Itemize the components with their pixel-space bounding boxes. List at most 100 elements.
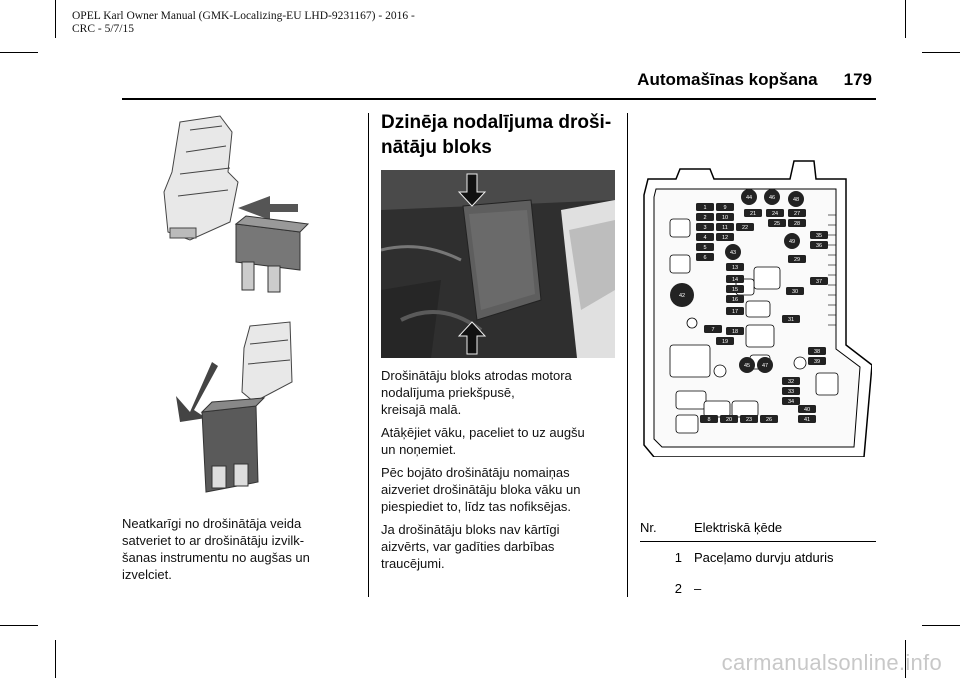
header-circuit: Elektriskā ķēde [694,520,876,542]
fuse-slot [810,241,828,249]
crop-mark-bottom-right-h [922,625,960,626]
fuse-slot [782,387,800,395]
relay-slot [739,357,755,373]
fuse-slot [726,307,744,315]
fuse-slot [716,337,734,345]
crop-mark-bottom-left-v [55,640,56,678]
fuse-slot-label: 25 [774,221,780,227]
fuse-slot-label: 37 [816,279,822,285]
fuse-slot-label: 17 [732,309,738,315]
fuse-slot [700,415,718,423]
watermark: carmanualsonline.info [721,650,942,675]
fuse-slot-label: 26 [766,417,772,423]
fuse-slot-label: 18 [732,329,738,335]
fuse-slot-label: 27 [794,211,800,217]
fuse-slot [782,315,800,323]
fuse-removal-caption: Neatkarīgi no drošinātāja veida satverie… [122,515,362,589]
fuse-slot-label: 9 [723,205,726,211]
fuse-slot [788,255,806,263]
relay-block [745,324,775,348]
relay-block [669,254,691,274]
relay-socket [793,356,807,370]
relay-socket [713,364,727,378]
page-number: 179 [843,70,872,89]
fuse-slot [696,213,714,221]
arrow-down-left-icon [176,362,218,422]
paragraph-location: Drošinātāju bloks atrodas motora nodalīj… [381,368,572,417]
fuse-slot-label: 14 [732,277,738,283]
fuse-slot-label: 2 [703,215,706,221]
fuse-slot [696,203,714,211]
fuse-box-instructions: Drošinātāju bloks atrodas motora nodalīj… [381,367,621,578]
fuse-number: 1 [674,550,682,565]
fuse-slot-label: 31 [788,317,794,323]
table-row: 1 Paceļamo durvju atduris [640,542,876,574]
relay-block [753,266,781,290]
fuse-slot-label: 5 [703,245,706,251]
crop-mark-top-left-h [0,52,38,53]
relay-slot [764,189,780,205]
arrow-down-icon [457,173,487,207]
crop-mark-top-right-h [922,52,960,53]
relay-slot [725,244,741,260]
fuse-slot [768,219,786,227]
fuse-slot [808,357,826,365]
fuse-slot [736,223,754,231]
table-row: 2 – [640,573,876,604]
relay-slot-label: 45 [744,363,750,369]
arrow-up-icon [457,321,487,355]
fuse-slot [696,223,714,231]
fuse-slot-label: 16 [732,297,738,303]
relay-block [745,300,771,318]
paragraph-malfunction-warning: Ja drošinātāju bloks nav kārtīgi aizvērt… [381,522,560,571]
fuse-slot-label: 20 [726,417,732,423]
relay-slot [670,283,694,307]
fuse-slot [786,287,804,295]
column-divider-left [368,113,369,597]
fuse-slot [810,231,828,239]
fuse-slot [726,295,744,303]
running-head: Automašīnas kopšana 179 [637,70,872,90]
fuse-slot [716,203,734,211]
relay-slot [788,191,804,207]
fuse-slot [716,223,734,231]
relay-slot-label: 47 [762,363,768,369]
fuse-slot-label: 3 [703,225,706,231]
blade-fuse-flat [234,215,310,293]
relay-slot-label: 42 [679,293,685,299]
fuse-slot [808,347,826,355]
relay-slot [784,233,800,249]
relay-slot-label: 49 [789,239,795,245]
relay-block [731,400,759,418]
section-title: Dzinēja nodalījuma droši- nātāju bloks [381,112,612,158]
section-name: Automašīnas kopšana [637,70,818,89]
header-rule [122,98,876,100]
crop-mark-bottom-right-v [905,640,906,678]
fuse-slot-label: 22 [742,225,748,231]
fuse-slot-label: 38 [814,349,820,355]
engine-bay-photo [381,170,615,358]
fuse-slot-label: 6 [703,255,706,261]
fuse-table: Nr. Elektriskā ķēde 1 Paceļamo durvju at… [640,520,876,604]
relay-slot-label: 46 [769,195,775,201]
relay-slot [757,357,773,373]
fuse-slot [798,405,816,413]
fuse-slot [740,415,758,423]
relay-block [669,218,691,238]
fuse-slot-label: 10 [722,215,728,221]
fuse-slot [798,415,816,423]
fuse-slot-label: 23 [746,417,752,423]
relay-slot-label: 43 [730,250,736,256]
relay-socket [686,317,698,329]
fuse-slot-label: 29 [794,257,800,263]
fuse-circuit: Paceļamo durvju atduris [694,550,834,565]
paragraph-close-cover: Pēc bojāto drošinātāju nomaiņas aizverie… [381,465,581,514]
arrow-left-icon [238,196,298,220]
fuse-slot [726,275,744,283]
fuse-box-diagram: 1234567891011121314151617181920212223242… [643,160,872,457]
relay-block [815,372,839,396]
fuse-slot-label: 13 [732,265,738,271]
fuse-slot [696,243,714,251]
fuse-slot-label: 7 [711,327,714,333]
relay-slot-label: 44 [746,195,752,201]
